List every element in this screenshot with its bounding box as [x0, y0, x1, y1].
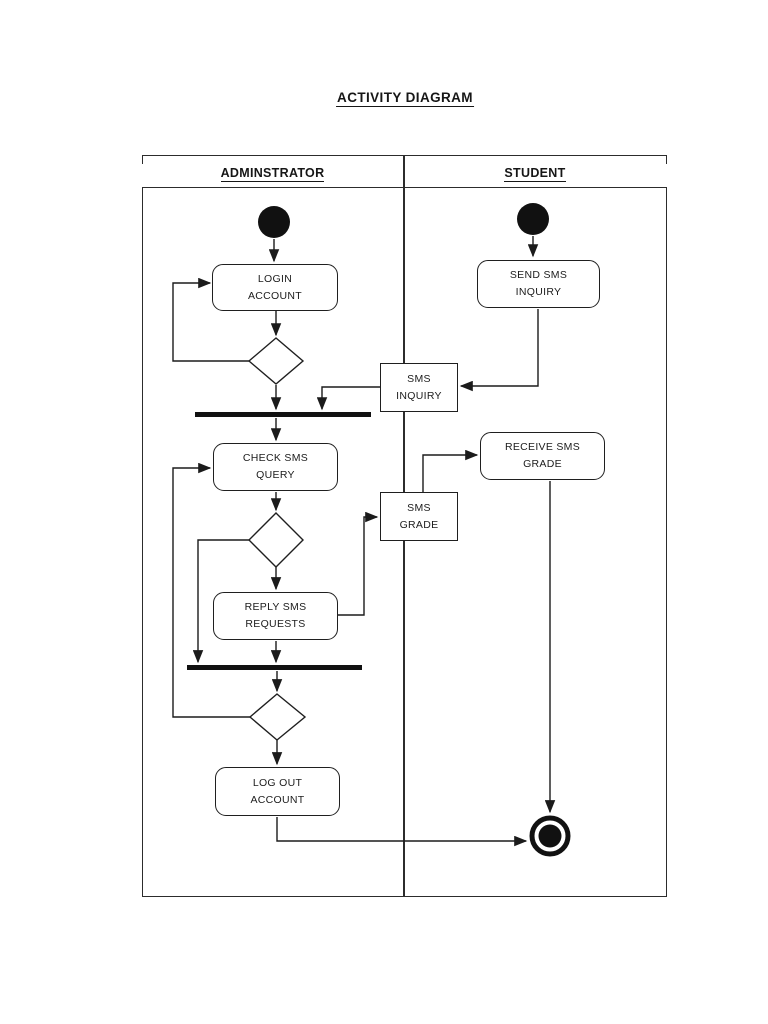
activity-reply-sms-requests: REPLY SMS REQUESTS: [213, 592, 338, 640]
activity-label: ACCOUNT: [250, 793, 305, 806]
lane-header-adminstrator: ADMINSTRATOR: [142, 164, 403, 184]
activity-label: SMS: [407, 372, 431, 385]
activity-check-sms-query: CHECK SMS QUERY: [213, 443, 338, 491]
lane-header-student: STUDENT: [403, 164, 667, 184]
activity-label: QUERY: [256, 469, 295, 481]
object-sms-inquiry: SMS INQUIRY: [380, 363, 458, 412]
activity-login-account: LOGIN ACCOUNT: [212, 264, 338, 311]
activity-send-sms-inquiry: SEND SMS INQUIRY: [477, 260, 600, 308]
activity-label: LOG OUT: [252, 776, 303, 789]
activity-label: SEND SMS: [509, 269, 568, 281]
lane-label: STUDENT: [504, 166, 566, 182]
activity-label: REPLY SMS: [244, 601, 307, 613]
activity-label: GRADE: [523, 458, 562, 470]
swimlane-top-bracket: [142, 155, 667, 164]
lane-label: ADMINSTRATOR: [220, 166, 325, 182]
activity-label: RECEIVE SMS: [504, 441, 581, 453]
activity-log-out-account: LOG OUT ACCOUNT: [215, 767, 340, 816]
activity-receive-sms-grade: RECEIVE SMS GRADE: [480, 432, 605, 480]
activity-label: SMS: [407, 501, 431, 514]
object-sms-grade: SMS GRADE: [380, 492, 458, 541]
activity-label: LOGIN: [257, 272, 293, 285]
activity-label: INQUIRY: [396, 389, 442, 402]
activity-label: INQUIRY: [515, 286, 562, 298]
swimlane-frame: [142, 187, 667, 897]
activity-label: REQUESTS: [245, 618, 306, 630]
activity-label: CHECK SMS: [242, 452, 309, 464]
activity-label: GRADE: [399, 518, 439, 531]
page-title: ACTIVITY DIAGRAM: [336, 90, 474, 107]
activity-label: ACCOUNT: [247, 289, 302, 302]
